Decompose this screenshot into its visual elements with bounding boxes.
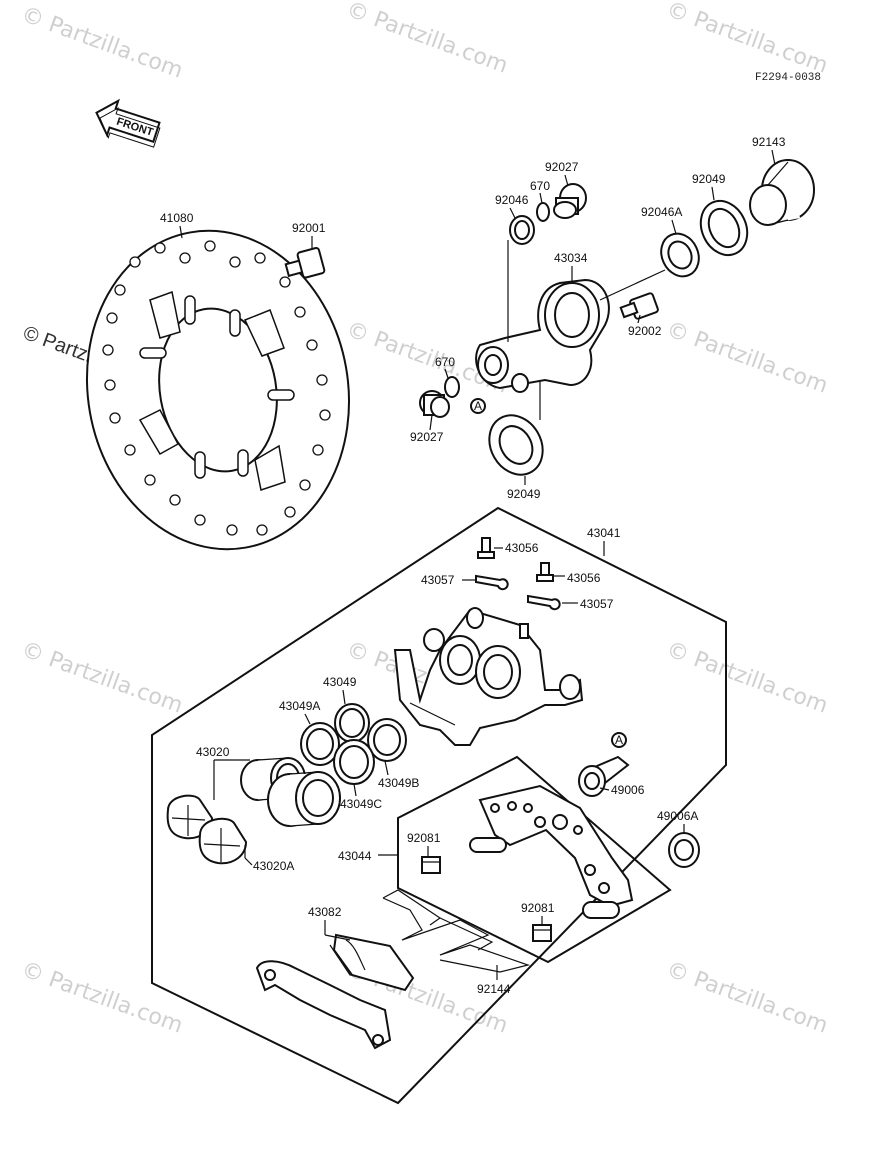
label-43049C: 43049C [340, 797, 382, 811]
label-92002: 92002 [628, 324, 662, 338]
label-92081-upper: 92081 [407, 831, 441, 845]
label-43041: 43041 [587, 526, 621, 540]
caliper-pin-49006 [578, 755, 630, 797]
needle-bearing-92046A [660, 232, 700, 278]
seal-92049-top [699, 199, 749, 257]
label-43049A: 43049A [279, 699, 320, 713]
label-49006A: 49006A [657, 809, 698, 823]
bleeder-cap-43057-left [475, 574, 509, 591]
label-43082: 43082 [308, 905, 342, 919]
watermark: © Partzilla.com [663, 957, 831, 1039]
label-43049: 43049 [323, 675, 357, 689]
piston-43020-large [267, 771, 341, 827]
label-92001: 92001 [292, 221, 326, 235]
caliper-bracket [469, 784, 634, 919]
mark-a-top: A [474, 399, 482, 413]
pad-spring-92144 [382, 889, 531, 973]
label-41080: 41080 [160, 211, 194, 225]
label-92143: 92143 [752, 135, 786, 149]
brake-pads-43082 [329, 933, 415, 992]
bleeder-valve-43056-right [536, 562, 554, 582]
pad-backing-plate [255, 960, 392, 1050]
seal-92049-bottom [488, 414, 544, 476]
watermark: © Partzilla.com [663, 317, 831, 399]
needle-bearing-92046 [509, 215, 535, 245]
brake-disc [85, 229, 351, 551]
front-arrow-icon: FRONT [95, 98, 161, 148]
bleeder-valve-43056-left [477, 537, 495, 559]
watermark: © Partzilla.com [18, 2, 186, 84]
collar-92143 [749, 159, 815, 226]
label-92144: 92144 [477, 982, 511, 996]
pad-spring-92081-upper [421, 856, 441, 874]
label-92081-lower: 92081 [521, 901, 555, 915]
bolt-92001 [284, 247, 326, 279]
pin-boot-49006A [668, 832, 700, 868]
piston-seal-43049C-inner [339, 745, 369, 779]
label-670-top: 670 [530, 179, 550, 193]
reference-mark-a-bottom [611, 732, 627, 748]
label-92046: 92046 [495, 193, 529, 207]
bleeder-cap-43057-right [527, 594, 561, 611]
label-43020: 43020 [196, 745, 230, 759]
piston-seal-43049-upper-inner [339, 708, 365, 738]
diagram-code: F2294-0038 [755, 72, 821, 84]
caliper-body [393, 607, 584, 746]
dust-seal-43049B-inner [373, 724, 401, 756]
watermark: © Partzilla.com [343, 0, 511, 79]
label-43056-right: 43056 [567, 571, 601, 585]
pad-insulator-43020A [198, 817, 248, 865]
label-92027-bottom: 92027 [410, 430, 444, 444]
watermark: © Partzilla.com [18, 957, 186, 1039]
label-43020A: 43020A [253, 859, 294, 873]
watermark: © Partzilla.com [663, 637, 831, 719]
watermarks: © Partzilla.com © Partzilla.com © Partzi… [18, 0, 831, 1039]
label-43057-right: 43057 [580, 597, 614, 611]
bolt-92002 [619, 292, 659, 320]
dust-seal-43049A-inner [306, 728, 334, 760]
label-43034: 43034 [554, 251, 588, 265]
caliper-holder-43034 [475, 278, 610, 393]
label-92046A: 92046A [641, 205, 682, 219]
label-43056-left: 43056 [505, 541, 539, 555]
label-92049-top: 92049 [692, 172, 726, 186]
label-43044: 43044 [338, 849, 372, 863]
caliper-assembly-outline [151, 506, 727, 1105]
reference-mark-a-top [470, 398, 486, 414]
label-43049B: 43049B [378, 776, 419, 790]
label-49006: 49006 [611, 783, 645, 797]
label-92049-bottom: 92049 [507, 487, 541, 501]
label-43057-left: 43057 [421, 573, 455, 587]
mark-a-bottom: A [615, 733, 623, 747]
watermark: © Partzilla.com [18, 637, 186, 719]
pad-insulator-43020 [166, 794, 214, 840]
oring-670-bottom [444, 376, 460, 398]
label-670-bottom: 670 [435, 355, 455, 369]
watermark: © Partzilla.com [663, 0, 831, 79]
pad-spring-92081-lower [532, 924, 552, 942]
label-92027-top: 92027 [545, 160, 579, 174]
oring-670-top [536, 202, 550, 222]
bracket-assembly-outline [397, 755, 672, 964]
sleeve-92027-bottom [419, 390, 450, 418]
sleeve-92027 [553, 183, 587, 219]
